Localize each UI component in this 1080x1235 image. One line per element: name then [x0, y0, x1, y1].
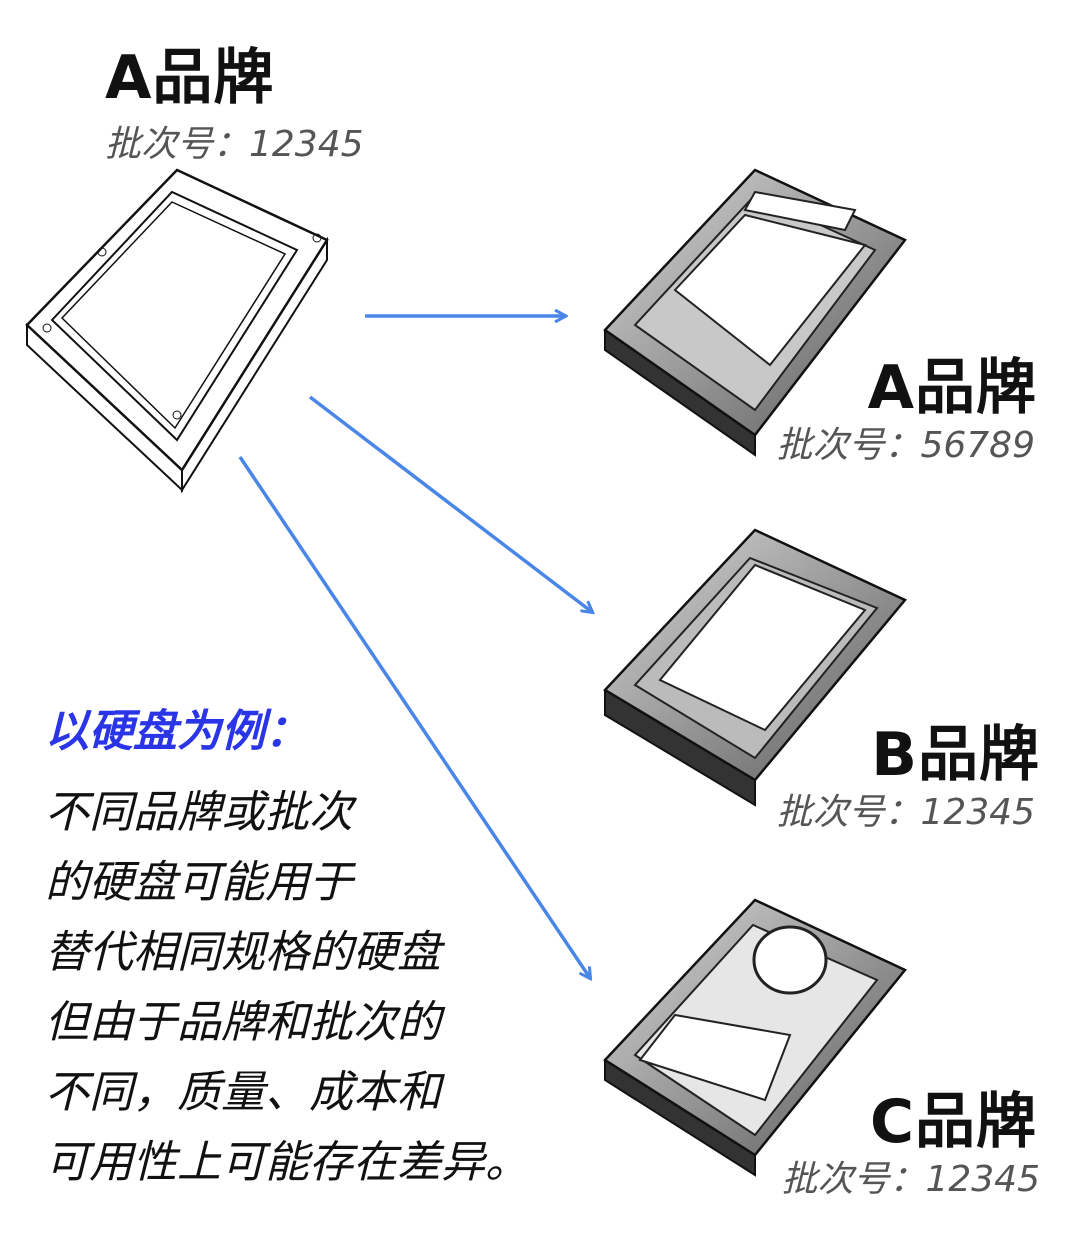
note-line: 不同品牌或批次	[45, 787, 353, 838]
brand-b-hard-drive-icon	[603, 528, 907, 807]
target-c-brand-label: C品牌	[869, 1087, 1037, 1157]
target-a-brand-label: A品牌	[867, 353, 1037, 423]
source-batch-label: 批次号：12345	[105, 124, 364, 165]
note-line: 可用性上可能存在差异。	[45, 1137, 529, 1188]
note-line: 但由于品牌和批次的	[45, 997, 441, 1048]
note-line: 的硬盘可能用于	[45, 857, 353, 908]
note-line: 不同，质量、成本和	[45, 1067, 441, 1118]
arrow-to-brand-c	[238, 456, 590, 978]
source-hard-drive-icon	[25, 168, 329, 494]
source-brand-label: A品牌	[105, 43, 275, 113]
brand-c-hard-drive-icon	[603, 898, 907, 1177]
note-title: 以硬盘为例：	[45, 706, 309, 757]
brand-a-hard-drive-icon	[603, 168, 907, 457]
target-b-batch-label: 批次号：12345	[776, 792, 1035, 833]
target-b-brand-label: B品牌	[871, 720, 1040, 790]
note-body: 不同品牌或批次 的硬盘可能用于 替代相同规格的硬盘 但由于品牌和批次的 不同，质…	[45, 778, 529, 1198]
arrow-to-brand-b	[308, 395, 592, 612]
note-line: 替代相同规格的硬盘	[45, 927, 441, 978]
target-c-batch-label: 批次号：12345	[781, 1159, 1040, 1200]
target-a-batch-label: 批次号：56789	[776, 425, 1035, 466]
